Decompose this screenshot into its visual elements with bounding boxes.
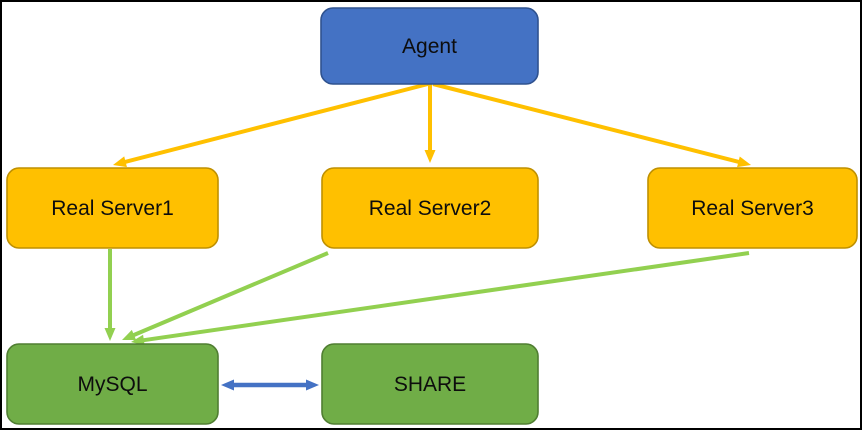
- edge-rs3-to-mysql: [131, 251, 750, 346]
- node-agent: Agent: [320, 7, 539, 85]
- edge-line-agent-to-rs3: [432, 82, 741, 165]
- edge-agent-to-rs1: [113, 82, 429, 168]
- node-label-real-server3: Real Server3: [691, 197, 814, 220]
- arrowhead-icon: [737, 156, 751, 168]
- arrowhead-icon: [104, 328, 116, 341]
- node-label-agent: Agent: [402, 35, 457, 58]
- node-shape-agent: [320, 7, 539, 85]
- node-label-real-server2: Real Server2: [369, 197, 492, 220]
- node-real-server1: Real Server1: [6, 167, 219, 249]
- node-label-real-server1: Real Server1: [51, 197, 174, 220]
- edge-rs2-to-mysql: [122, 251, 329, 341]
- node-real-server2: Real Server2: [321, 167, 539, 249]
- node-label-share: SHARE: [394, 373, 466, 396]
- edge-agent-to-rs3: [432, 82, 751, 168]
- node-label-mysql: MySQL: [77, 373, 147, 396]
- node-shape-share: [321, 343, 539, 425]
- edge-line-rs2-to-mysql: [131, 251, 329, 338]
- node-shape-real-server2: [321, 167, 539, 249]
- arrowhead-icon: [221, 379, 234, 391]
- arrowhead-icon: [306, 379, 319, 391]
- edge-line-rs3-to-mysql: [141, 251, 750, 343]
- arrowhead-icon: [113, 156, 127, 168]
- node-shape-real-server1: [6, 167, 219, 249]
- arrowhead-icon: [424, 150, 436, 163]
- node-shape-real-server3: [647, 167, 858, 249]
- node-share: SHARE: [321, 343, 539, 425]
- edge-rs1-to-mysql: [104, 249, 116, 341]
- edge-mysql-share-sync: [221, 379, 319, 391]
- edge-line-agent-to-rs1: [123, 82, 429, 165]
- node-real-server3: Real Server3: [647, 167, 858, 249]
- node-shape-mysql: [6, 343, 219, 425]
- arrowhead-icon: [131, 334, 145, 346]
- arrowhead-icon: [122, 329, 137, 341]
- node-mysql: MySQL: [6, 343, 219, 425]
- edge-agent-to-rs2: [424, 84, 436, 163]
